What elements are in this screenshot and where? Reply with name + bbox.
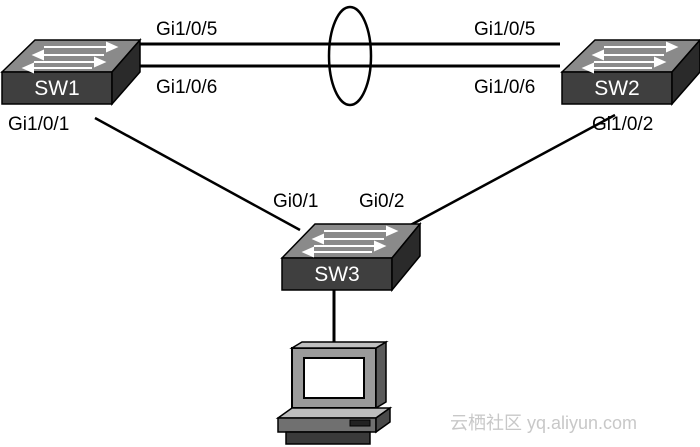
sw1-label: SW1: [34, 77, 80, 100]
pc-icon: [275, 340, 393, 445]
port-label-sw2-down: Gi1/0/2: [592, 114, 654, 135]
port-label-sw1-top: Gi1/0/5: [156, 19, 218, 40]
watermark-text: 云栖社区 yq.aliyun.com: [450, 413, 638, 433]
sw3-label: SW3: [314, 263, 360, 286]
port-label-sw1-down: Gi1/0/1: [8, 114, 70, 135]
port-label-sw2-bottom: Gi1/0/6: [474, 77, 536, 98]
link-sw1-sw3: [94, 116, 301, 232]
port-label-sw3-left: Gi0/1: [273, 191, 319, 212]
etherchannel-ellipse: [327, 5, 373, 107]
port-label-sw3-right: Gi0/2: [359, 191, 405, 212]
port-label-sw2-top: Gi1/0/5: [474, 19, 536, 40]
switch-sw2-icon: [560, 38, 700, 106]
switch-sw3-icon: [280, 221, 422, 293]
sw2-label: SW2: [594, 77, 640, 100]
port-label-sw1-bottom: Gi1/0/6: [156, 77, 218, 98]
switch-sw1-icon: [0, 38, 142, 106]
link-sw2-sw3: [404, 113, 616, 230]
